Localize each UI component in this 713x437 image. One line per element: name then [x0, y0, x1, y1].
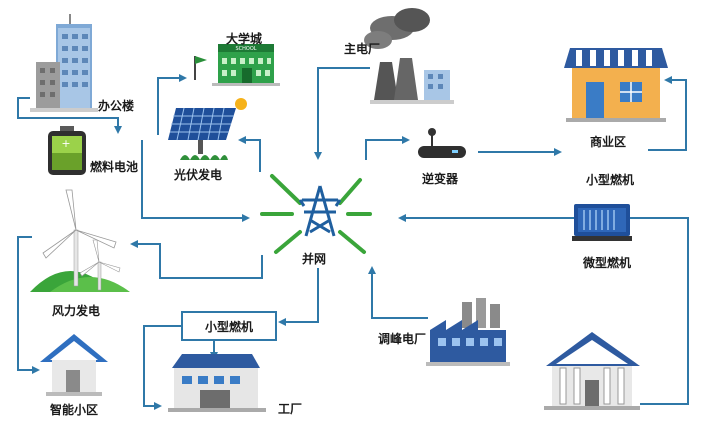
label-fuel-cell: 燃料电池 [90, 160, 139, 174]
label-main-plant: 主电厂 [344, 42, 381, 56]
arrow-peak-grid [368, 266, 428, 319]
label-wind: 风力发电 [52, 304, 101, 318]
office-building-icon [30, 14, 98, 112]
university-icon [194, 44, 280, 86]
sun-icon [235, 98, 247, 110]
arrow-community-grid [398, 214, 689, 405]
main-power-plant-icon [364, 8, 454, 104]
fuel-cell-battery-icon: + [48, 126, 86, 175]
label-smart-community: 智能小区 [50, 403, 99, 417]
inverter-icon [418, 128, 466, 158]
label-grid: 并网 [302, 252, 327, 266]
label-inverter: 逆变器 [422, 172, 459, 186]
label-peak-plant: 调峰电厂 [378, 332, 427, 346]
label-factory: 工厂 [278, 402, 303, 416]
residential-villa-icon [544, 332, 640, 410]
wind-turbine-icon [30, 189, 130, 292]
solar-panel-icon [168, 98, 247, 160]
grid-hub [260, 174, 372, 254]
svg-text:+: + [61, 137, 70, 150]
school-sign-text: SCHOOL [235, 46, 256, 52]
arrow-office-fuelcell [17, 97, 122, 134]
arrow-grid-inverter [365, 136, 410, 160]
connection-arrows [17, 67, 689, 410]
label-university: 大学城 [226, 32, 263, 46]
smart-community-house-icon [40, 334, 108, 396]
commercial-building-icon [564, 48, 668, 122]
label-commercial: 商业区 [590, 135, 627, 149]
arrow-grid-wind [130, 240, 263, 279]
arrow-grid-box [278, 268, 319, 326]
label-micro-turbine: 微型燃机 [583, 256, 632, 270]
arrow-mainplant-grid [314, 67, 370, 160]
arrow-wind-community [17, 236, 40, 374]
micro-turbine-icon [572, 204, 632, 241]
arrow-box-factory [143, 325, 181, 410]
label-pv: 光伏发电 [174, 168, 223, 182]
peak-power-plant-icon [426, 298, 510, 366]
factory-icon [168, 354, 266, 412]
arrow-commercial [648, 76, 687, 151]
label-office: 办公楼 [98, 99, 135, 113]
label-small-turbine-right: 小型燃机 [586, 173, 635, 187]
arrow-grid-pv [238, 136, 261, 172]
label-small-turbine-box: 小型燃机 [181, 311, 277, 341]
arrow-fuelcell-grid [141, 140, 250, 222]
power-tower-icon [298, 185, 342, 237]
arrow-pv-university [157, 74, 187, 135]
